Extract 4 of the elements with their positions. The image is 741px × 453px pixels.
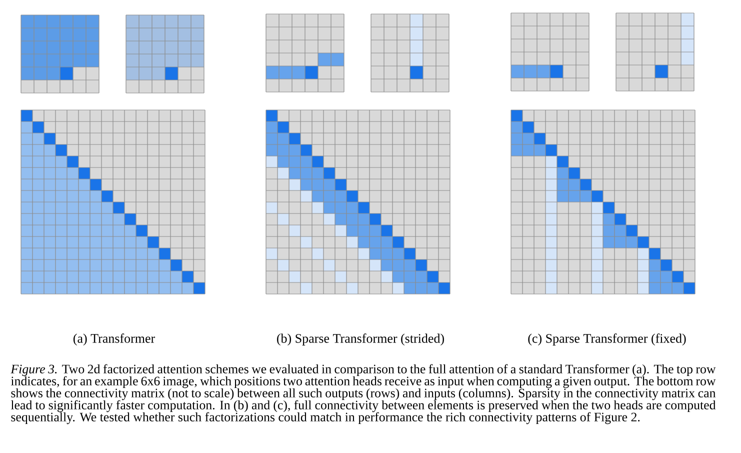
subfigure-caption: (c) Sparse Transformer (fixed) xyxy=(528,334,686,346)
figure-caption: Figure 3. Two 2d factorized attention schemes we evaluated in comparison to the full attention of a standard Transformer (a). The top row indicates, for an example 6x6 image, which positions two attention heads receive as input when computing a given output. The bottom row shows the connectivity matrix (not to scale) between all such outputs (rows) and inputs (columns). Sparsity in the connectivity matrix can lead to significantly faster computation. In (b) and (c), full connectivity between elements is preserved when the two heads are computed sequentially. We tested whether such factorizations could match in performance the rich connectivity patterns of Figure 2. xyxy=(10,364,716,424)
subfigure-caption: (b) Sparse Transformer (strided) xyxy=(277,334,444,346)
subfigure-caption: (a) Transformer xyxy=(73,334,155,346)
